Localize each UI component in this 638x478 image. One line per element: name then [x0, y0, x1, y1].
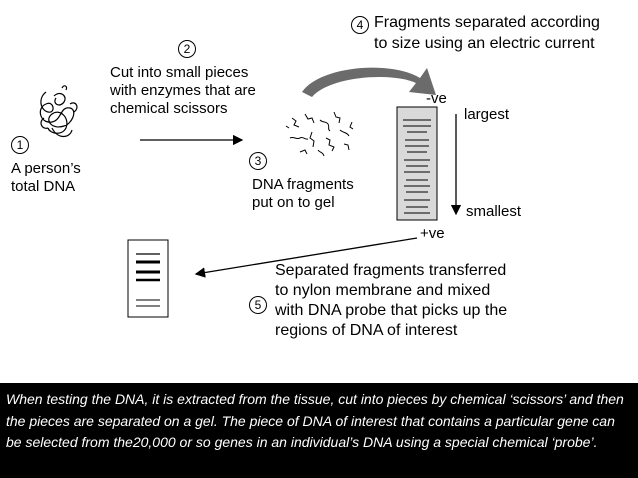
membrane-transfer-arrow	[194, 237, 418, 278]
step-5-label-line-3: with DNA probe that picks up the	[275, 302, 508, 319]
caption-text: When testing the DNA, it is extracted fr…	[6, 391, 624, 450]
step-2-label-line-2: with enzymes that are	[110, 82, 256, 99]
caption-panel: When testing the DNA, it is extracted fr…	[0, 383, 638, 478]
step-5-label-line-2: to nylon membrane and mixed	[275, 282, 491, 299]
step-2-label-line-3: chemical scissors	[110, 100, 228, 117]
dna-fragments-icon	[285, 111, 354, 157]
gel-icon	[396, 106, 438, 221]
step-4-label-line-1: Fragments separated according	[374, 14, 600, 31]
step-5-label-line-4: regions of DNA of interest	[275, 322, 458, 339]
smallest-label: smallest	[466, 203, 522, 220]
step-3-number: 3	[249, 152, 267, 170]
tangled-dna-icon	[39, 85, 78, 138]
step-4-label-line-2: to size using an electric current	[374, 35, 595, 52]
step-1-label-line-2: total DNA	[11, 178, 76, 195]
step-4-number: 4	[351, 16, 369, 34]
negative-electrode-label: -ve	[426, 90, 447, 107]
step-1-number: 1	[11, 136, 29, 154]
step-5-number: 5	[249, 296, 267, 314]
step-2-number: 2	[178, 40, 196, 58]
diagram-graphics	[39, 67, 462, 318]
step-2-label-line-1: Cut into small pieces	[110, 64, 249, 81]
step-1-label-line-1: A person’s	[11, 160, 81, 177]
step-5-label-line-1: Separated fragments transferred	[275, 262, 507, 279]
largest-label: largest	[464, 106, 510, 123]
nylon-membrane-icon	[127, 239, 169, 318]
positive-electrode-label: +ve	[420, 225, 445, 242]
step-3-label-line-2: put on to gel	[252, 194, 335, 211]
transfer-to-gel-arrow	[302, 67, 436, 97]
step-3-label-line-1: DNA fragments	[252, 176, 354, 193]
